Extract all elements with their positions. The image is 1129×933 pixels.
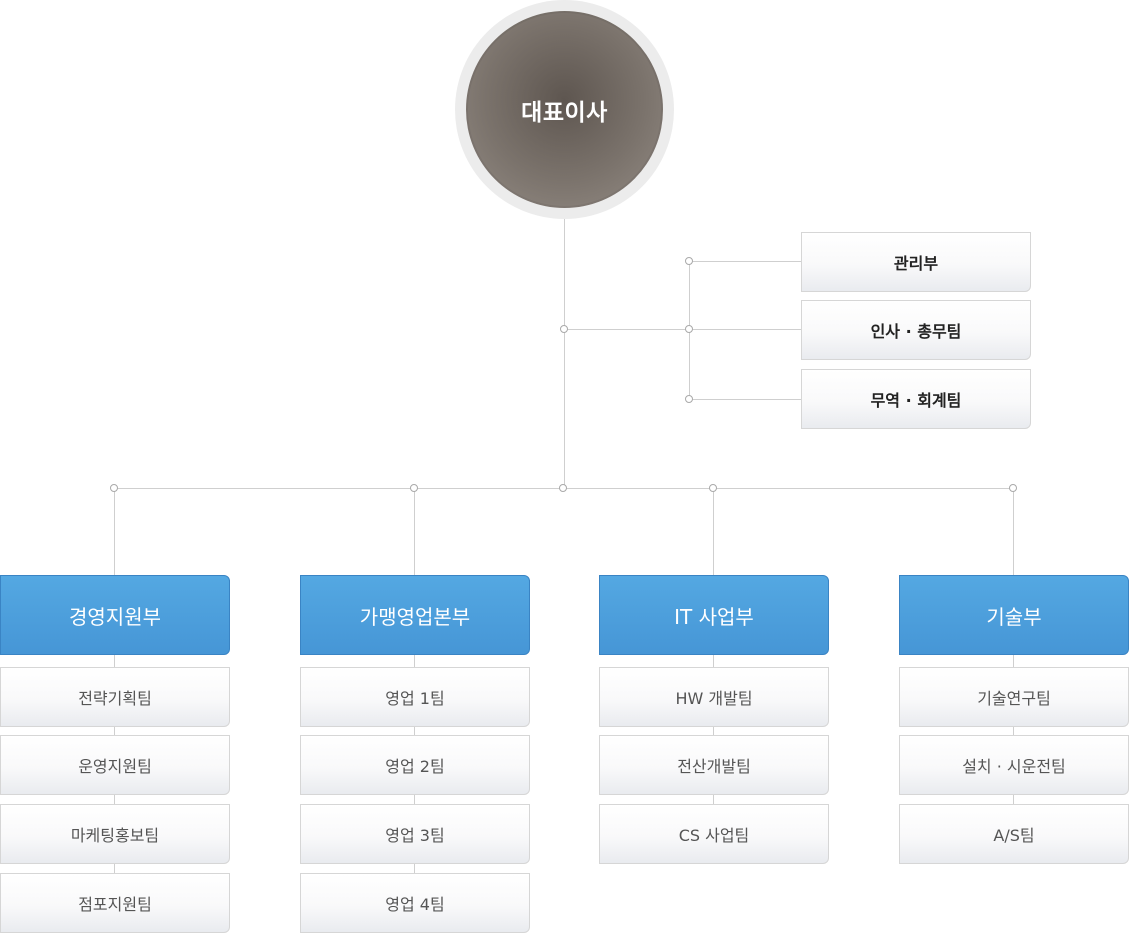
junction-dot — [560, 325, 568, 333]
ceo-trunk-line — [564, 218, 565, 489]
team-spine-line-4 — [1013, 655, 1014, 805]
staff-node-management[interactable]: 관리부 — [801, 232, 1031, 292]
division-it-business[interactable]: IT 사업부 — [599, 575, 829, 655]
ceo-node[interactable]: 대표이사 — [466, 11, 663, 208]
junction-dot — [559, 484, 567, 492]
staff-link-line-1 — [690, 261, 801, 262]
staff-link-line-2 — [690, 329, 801, 330]
team-node[interactable]: 운영지원팀 — [0, 735, 230, 795]
staff-node-hr-general[interactable]: 인사 · 총무팀 — [801, 300, 1031, 360]
team-node[interactable]: 전산개발팀 — [599, 735, 829, 795]
team-node[interactable]: 마케팅홍보팀 — [0, 804, 230, 864]
team-node[interactable]: 영업 1팀 — [300, 667, 530, 727]
team-spine-line-3 — [713, 655, 714, 805]
junction-dot — [685, 325, 693, 333]
junction-dot — [709, 484, 717, 492]
junction-dot — [1009, 484, 1017, 492]
staff-node-trade-accounting[interactable]: 무역 · 회계팀 — [801, 369, 1031, 429]
division-drop-line-2 — [414, 489, 415, 575]
division-drop-line-3 — [713, 489, 714, 575]
division-drop-line-1 — [114, 489, 115, 575]
team-node[interactable]: 영업 3팀 — [300, 804, 530, 864]
team-node[interactable]: 기술연구팀 — [899, 667, 1129, 727]
staff-link-line-3 — [690, 399, 801, 400]
staff-branch-line — [565, 329, 690, 330]
team-node[interactable]: CS 사업팀 — [599, 804, 829, 864]
junction-dot — [685, 395, 693, 403]
junction-dot — [110, 484, 118, 492]
junction-dot — [685, 257, 693, 265]
team-node[interactable]: 영업 2팀 — [300, 735, 530, 795]
team-node[interactable]: 영업 4팀 — [300, 873, 530, 933]
team-node[interactable]: A/S팀 — [899, 804, 1129, 864]
team-node[interactable]: HW 개발팀 — [599, 667, 829, 727]
team-node[interactable]: 설치 · 시운전팀 — [899, 735, 1129, 795]
division-franchise-sales[interactable]: 가맹영업본부 — [300, 575, 530, 655]
team-node[interactable]: 전략기획팀 — [0, 667, 230, 727]
team-node[interactable]: 점포지원팀 — [0, 873, 230, 933]
division-drop-line-4 — [1013, 489, 1014, 575]
junction-dot — [410, 484, 418, 492]
division-management-support[interactable]: 경영지원부 — [0, 575, 230, 655]
division-technology[interactable]: 기술부 — [899, 575, 1129, 655]
